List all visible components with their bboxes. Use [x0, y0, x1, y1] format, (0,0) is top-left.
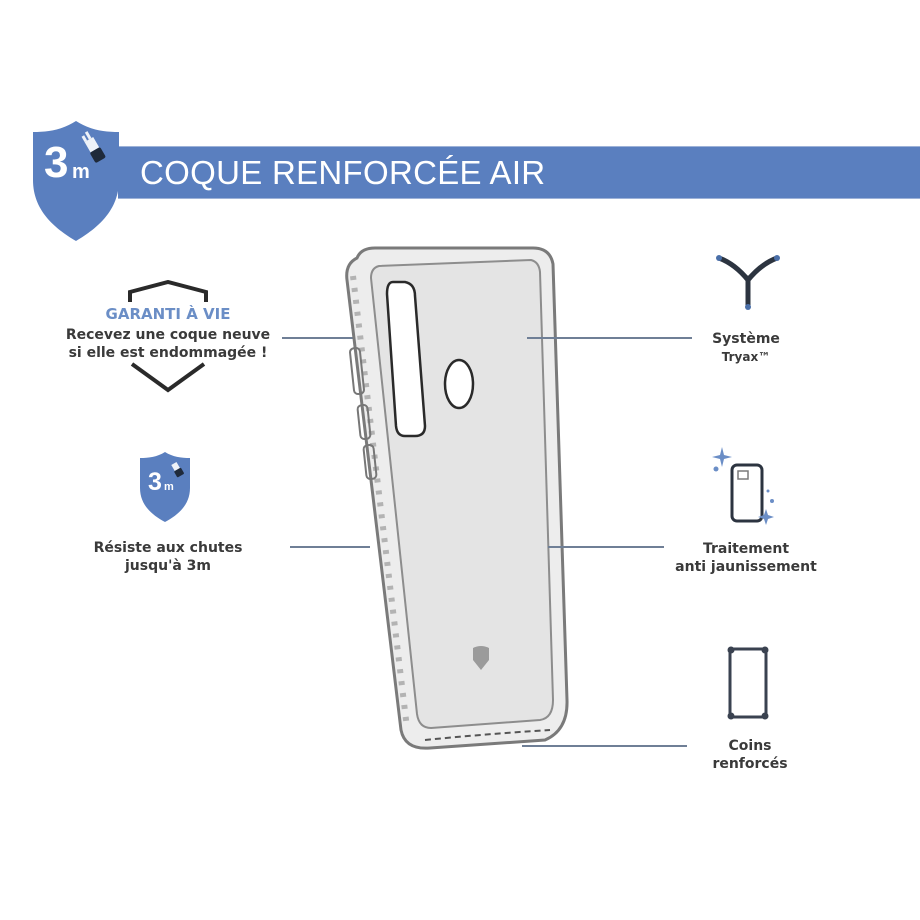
guarantee-line-2: si elle est endommagée !: [68, 345, 268, 361]
connector-line: [290, 546, 370, 548]
tryax-text: Système Tryax™: [656, 330, 836, 366]
sparkling-phone-icon: [712, 445, 782, 531]
drop-line-2: jusqu'à 3m: [124, 558, 212, 574]
connector-line: [548, 546, 664, 548]
tryax-line-1: Système: [712, 331, 780, 347]
clear-phone-case-image: [335, 240, 580, 760]
corners-line-2: renforcés: [712, 756, 788, 772]
anti-yellowing-line-2: anti jaunissement: [675, 559, 817, 575]
page-title: COQUE RENFORCÉE AIR: [140, 154, 546, 191]
anti-yellowing-line-1: Traitement: [702, 541, 790, 557]
badge-number: 3: [44, 138, 69, 187]
corners-line-1: Coins: [728, 738, 772, 754]
hexagon-outline-icon: [120, 280, 216, 396]
connector-line: [522, 745, 687, 747]
drop-shield-icon: [30, 118, 122, 244]
reinforced-corners-icon: [726, 645, 770, 721]
header-bar: [118, 146, 920, 199]
drop-badge-number: 3: [148, 468, 162, 496]
guarantee-title: GARANTI À VIE: [105, 305, 231, 323]
anti-yellowing-text: Traitement anti jaunissement: [656, 540, 836, 576]
drop-text: Résiste aux chutes jusqu'à 3m: [60, 539, 276, 575]
connector-line: [282, 337, 357, 339]
tryax-line-2: Tryax™: [721, 350, 771, 364]
badge-unit: m: [72, 161, 90, 183]
corners-text: Coins renforcés: [660, 737, 840, 773]
guarantee-line-1: Recevez une coque neuve: [65, 327, 271, 343]
connector-line: [527, 337, 692, 339]
drop-line-1: Résiste aux chutes: [93, 540, 243, 556]
tryax-y-icon: [713, 250, 783, 312]
shield-3m-icon: [137, 450, 193, 524]
drop-badge-unit: m: [164, 481, 174, 493]
guarantee-text: Recevez une coque neuve si elle est endo…: [40, 326, 296, 362]
